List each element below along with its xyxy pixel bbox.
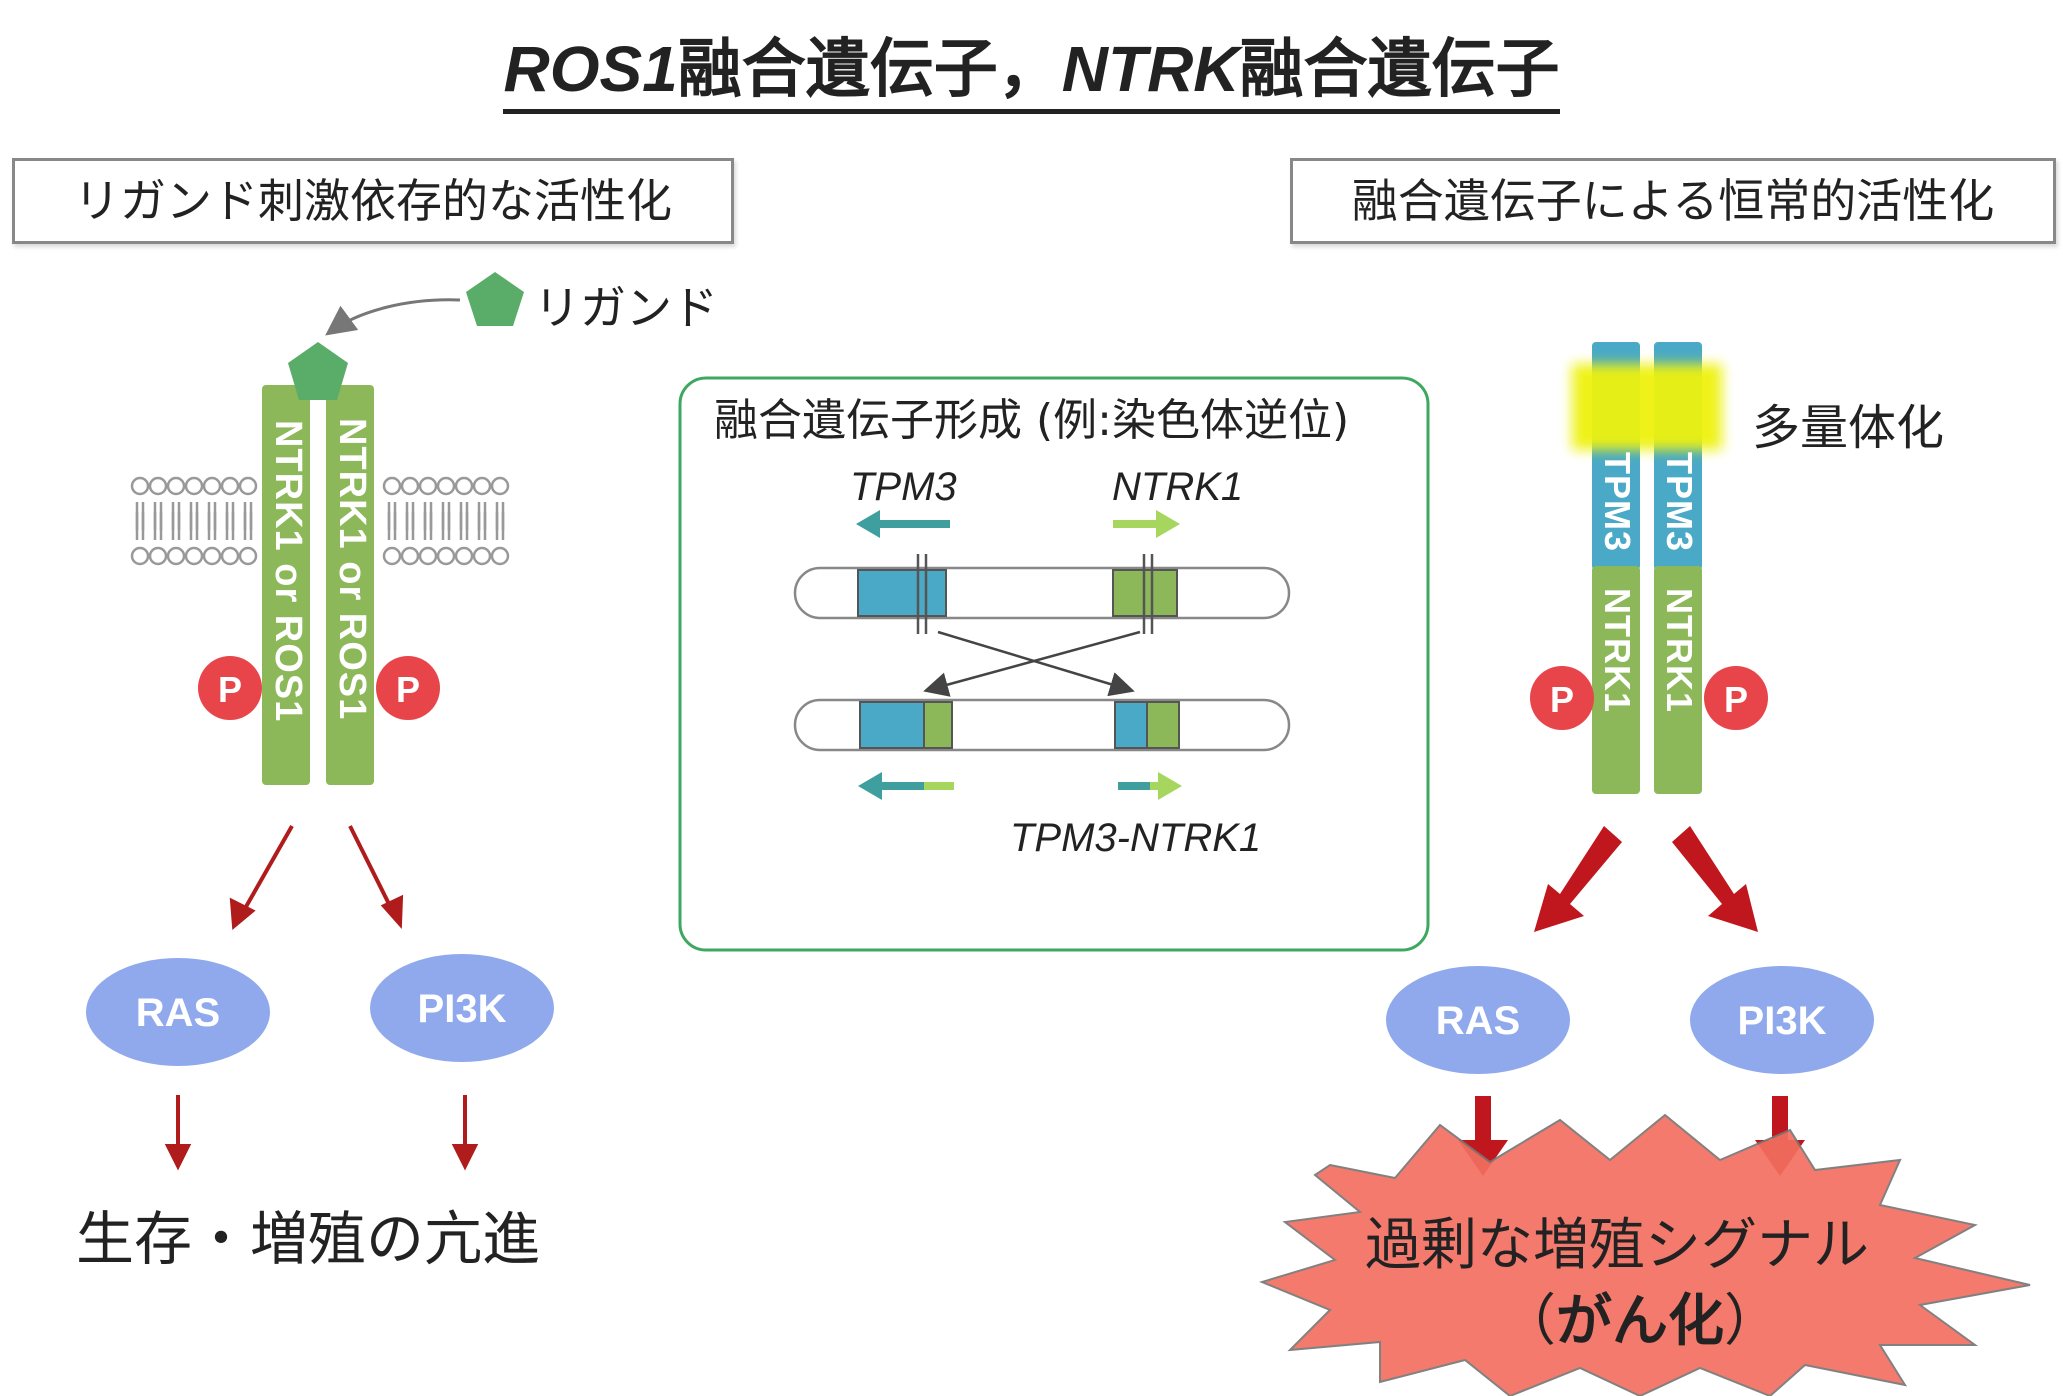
ras-label-right: RAS	[1436, 999, 1520, 1043]
ras-label-left: RAS	[136, 991, 220, 1035]
lipid-head	[454, 476, 474, 496]
phospho-label-3: P	[1550, 679, 1574, 720]
lipid-head	[400, 546, 420, 566]
center-panel-frame	[678, 376, 1430, 952]
pi3k-label-left: PI3K	[418, 987, 507, 1031]
lipid-head	[130, 476, 150, 496]
outcome-open-paren: （	[1500, 1289, 1556, 1354]
fusion-block-right-ntrk1	[1146, 701, 1180, 749]
lipid-head	[418, 546, 438, 566]
left-outcome-text: 生存・増殖の亢進	[76, 1205, 541, 1273]
ntrk1-direction-arrow	[1113, 510, 1180, 538]
phospho-left-1	[198, 656, 262, 720]
lipid-head	[418, 476, 438, 496]
ligand-legend-label: リガンド	[534, 281, 718, 335]
fusion-block-left-tpm3	[859, 701, 925, 749]
cell-membrane-left	[130, 476, 510, 566]
lipid-head	[490, 546, 510, 566]
gene-a-label: TPM3	[850, 465, 957, 509]
fusion-receptor-left-ntrk1	[1592, 566, 1640, 794]
lipid-head	[472, 476, 492, 496]
gene-b-label: NTRK1	[1112, 465, 1244, 509]
outcome-bold-text: がん化	[1556, 1289, 1724, 1354]
lipid-head	[202, 546, 222, 566]
page-title: ROS1融合遺伝子，NTRK融合遺伝子	[0, 18, 2063, 114]
tpm3-direction-arrow	[856, 510, 950, 538]
lipid-head	[454, 546, 474, 566]
lipid-head	[382, 546, 402, 566]
receptor-right-label: NTRK1 or ROS1	[331, 418, 373, 721]
lipid-head	[436, 546, 456, 566]
title-gene-1: ROS1	[503, 33, 678, 105]
fusion-label-bottom-left: NTRK1	[1597, 588, 1638, 714]
fusion-receptor-right-ntrk1	[1654, 566, 1702, 794]
outcome-close-paren: ）	[1724, 1289, 1780, 1354]
fusion-label-bottom-right: NTRK1	[1659, 588, 1700, 714]
lipid-head	[400, 476, 420, 496]
ligand-arrow	[325, 298, 461, 336]
lipid-head	[148, 476, 168, 496]
phospho-label-4: P	[1724, 679, 1748, 720]
center-panel-title: 融合遺伝子形成 (例:染色体逆位)	[714, 395, 1350, 446]
title-suffix-1: 融合遺伝子，	[677, 33, 1062, 107]
lipid-head	[238, 476, 258, 496]
lipid-head	[490, 476, 510, 496]
lipid-head	[166, 476, 186, 496]
receptor-left-bar	[262, 385, 310, 785]
phospho-label-2: P	[396, 669, 420, 710]
fusion-label-top-right: TPM3	[1659, 452, 1700, 553]
pi3k-ellipse-right	[1690, 966, 1874, 1074]
title-suffix-2: 融合遺伝子	[1239, 33, 1560, 107]
lipid-head	[220, 476, 240, 496]
right-section-header: 融合遺伝子による恒常的活性化	[1290, 158, 2056, 244]
left-section-header: リガンド刺激依存的な活性化	[12, 158, 734, 244]
break-markers	[916, 554, 1154, 634]
fusion-direction-arrow-left	[858, 772, 954, 800]
lipid-head	[472, 546, 492, 566]
pi3k-label-right: PI3K	[1738, 999, 1827, 1043]
fusion-direction-arrow-right	[1118, 772, 1182, 800]
title-gene-2: NTRK	[1061, 33, 1240, 105]
lipid-head	[184, 546, 204, 566]
ligand-icon	[466, 272, 524, 326]
fusion-block-left-ntrk1	[923, 701, 953, 749]
cross-line-2	[923, 630, 1141, 697]
tpm3-gene-block	[857, 569, 947, 617]
phospho-label-1: P	[218, 669, 242, 710]
fusion-label-top-left: TPM3	[1597, 452, 1638, 553]
lipid-head	[220, 546, 240, 566]
lipid-head	[382, 476, 402, 496]
lipid-head	[148, 546, 168, 566]
phospho-right-2	[1704, 666, 1768, 730]
left-signal-arrows	[164, 825, 479, 1171]
lipid-head	[130, 546, 150, 566]
lipid-head	[184, 476, 204, 496]
lipid-head	[166, 546, 186, 566]
lipid-head	[436, 476, 456, 496]
bound-ligand-icon	[288, 342, 348, 400]
lipid-head	[238, 546, 258, 566]
pi3k-ellipse-left	[370, 954, 554, 1062]
phospho-left-2	[376, 656, 440, 720]
fusion-gene-label: TPM3-NTRK1	[1010, 816, 1262, 860]
right-outcome-line1: 過剰な増殖シグナル	[1365, 1213, 1869, 1278]
ras-ellipse-right	[1386, 966, 1570, 1074]
fusion-block-right-tpm3	[1114, 701, 1148, 749]
outcome-burst	[1259, 1113, 2031, 1396]
receptor-left-label: NTRK1 or ROS1	[267, 420, 309, 723]
multimer-label: 多量体化	[1752, 400, 1945, 456]
receptor-right-bar	[326, 385, 374, 785]
lipid-head	[202, 476, 222, 496]
right-outcome-line2: （がん化）	[1500, 1276, 1780, 1357]
phospho-right-1	[1530, 666, 1594, 730]
multimer-highlight	[1572, 364, 1722, 450]
ras-ellipse-left	[86, 958, 270, 1066]
